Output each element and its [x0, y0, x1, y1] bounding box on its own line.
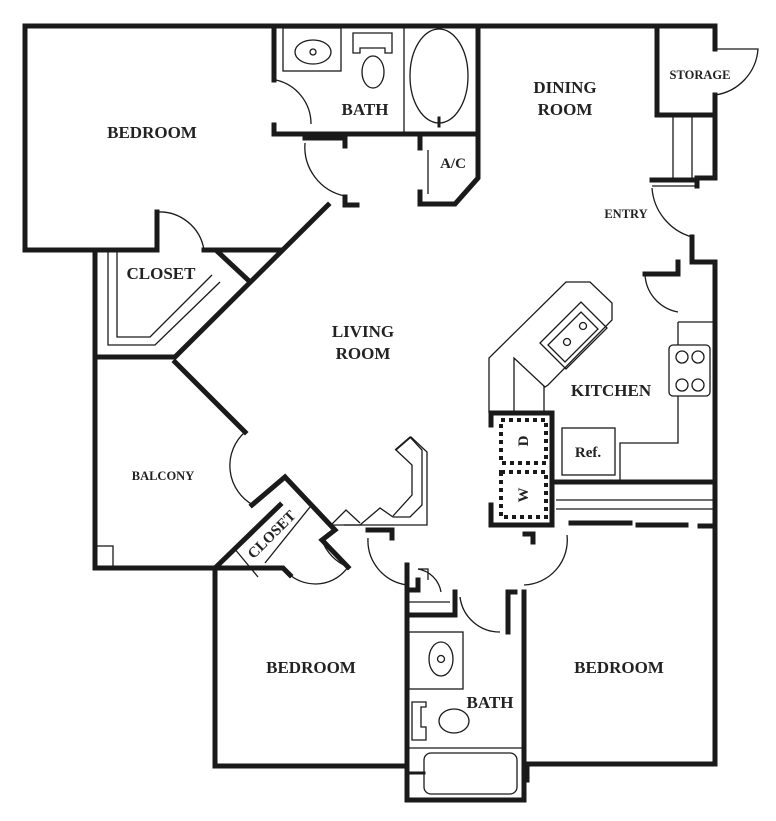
label-dryer: D [516, 435, 532, 446]
label-bath-1: BATH [342, 100, 389, 119]
kitchen-sink [539, 301, 608, 370]
label-ac: A/C [440, 156, 466, 172]
label-bath-2: BATH [467, 693, 514, 712]
label-living-2: ROOM [336, 344, 391, 363]
tub-icon [409, 28, 469, 124]
label-washer: W [516, 488, 532, 503]
label-bedroom-3: BEDROOM [574, 658, 664, 677]
toilet-tank [352, 32, 393, 54]
tub-icon-2 [423, 752, 518, 795]
sink-icon [294, 39, 332, 65]
toilet-icon [361, 55, 385, 89]
sink-icon-2 [428, 641, 454, 677]
toilet-tank-2 [411, 701, 427, 741]
sink-counter-2 [408, 631, 464, 690]
stove-icon [668, 344, 711, 397]
label-storage: STORAGE [670, 68, 731, 82]
label-kitchen: KITCHEN [571, 381, 652, 400]
fixtures [94, 27, 759, 795]
toilet-icon-2 [438, 708, 470, 734]
label-entry: ENTRY [604, 207, 647, 221]
walls [22, 23, 718, 803]
refrigerator-icon [561, 427, 616, 476]
label-closet-1: CLOSET [127, 264, 197, 283]
label-bedroom-2: BEDROOM [266, 658, 356, 677]
sink-counter [282, 27, 342, 72]
label-dining-1: DINING [533, 78, 596, 97]
kitchen-counter [488, 281, 613, 413]
label-dining-2: ROOM [538, 100, 593, 119]
label-balcony: BALCONY [132, 469, 195, 483]
room-labels: BEDROOM BATH DINING ROOM STORAGE A/C ENT… [107, 68, 730, 712]
label-refrigerator: Ref. [575, 445, 601, 461]
label-bedroom-1: BEDROOM [107, 123, 197, 142]
washer-icon [499, 470, 548, 519]
label-living-1: LIVING [332, 322, 394, 341]
dryer-icon [499, 418, 548, 465]
